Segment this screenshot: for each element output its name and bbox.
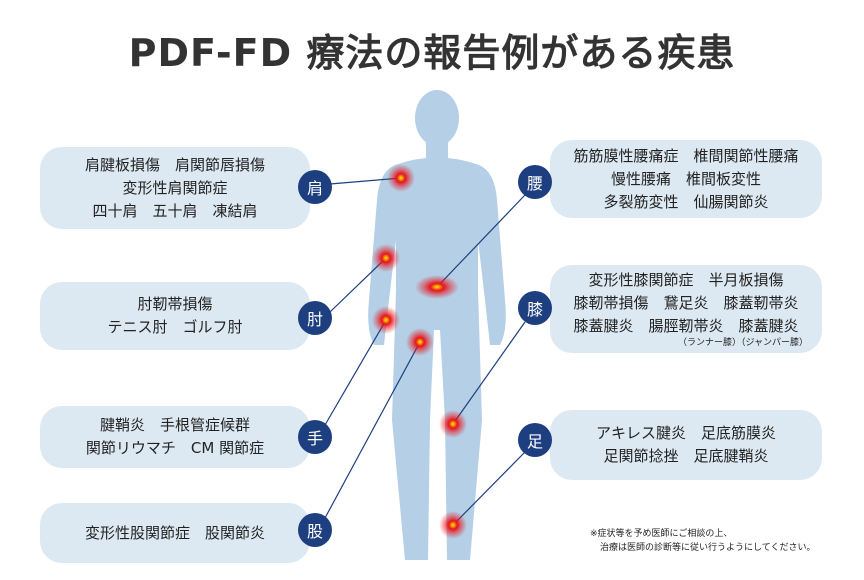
shoulder-conditions: 肩腱板損傷 肩関節唇損傷変形性肩関節症四十肩 五十肩 凍結肩 [40, 147, 310, 229]
hip-conditions: 変形性股関節症 股関節炎 [40, 503, 310, 563]
badge-hand: 手 [298, 420, 332, 454]
knee-conditions: 変形性膝関節症 半月板損傷膝靭帯損傷 鵞足炎 膝蓋靭帯炎膝蓋腱炎 腸脛靭帯炎 膝… [550, 265, 822, 353]
badge-knee: 膝 [518, 291, 552, 325]
foot-conditions: アキレス腱炎 足底筋膜炎足関節捻挫 足底腱鞘炎 [550, 410, 822, 480]
disclaimer-note: ※症状等を予め医師にご相談の上、治療は医師の診断等に従い行うようにしてください。 [590, 529, 816, 553]
lower-back-conditions: 筋筋膜性腰痛症 椎間関節性腰痛慢性腰痛 椎間板変性多裂筋変性 仙腸関節炎 [550, 140, 822, 218]
elbow-conditions: 肘靭帯損傷テニス肘 ゴルフ肘 [40, 282, 310, 350]
human-silhouette [368, 90, 506, 560]
badge-elbow: 肘 [298, 301, 332, 335]
page-title: PDF-FD 療法の報告例がある疾患 [128, 31, 736, 75]
badge-hip: 股 [298, 513, 332, 547]
badge-shoulder: 肩 [298, 170, 332, 204]
badge-lower-back: 腰 [518, 165, 552, 199]
hand-conditions: 腱鞘炎 手根管症候群関節リウマチ CM 関節症 [40, 406, 310, 468]
badge-foot: 足 [518, 423, 552, 457]
pain-points [372, 164, 467, 539]
